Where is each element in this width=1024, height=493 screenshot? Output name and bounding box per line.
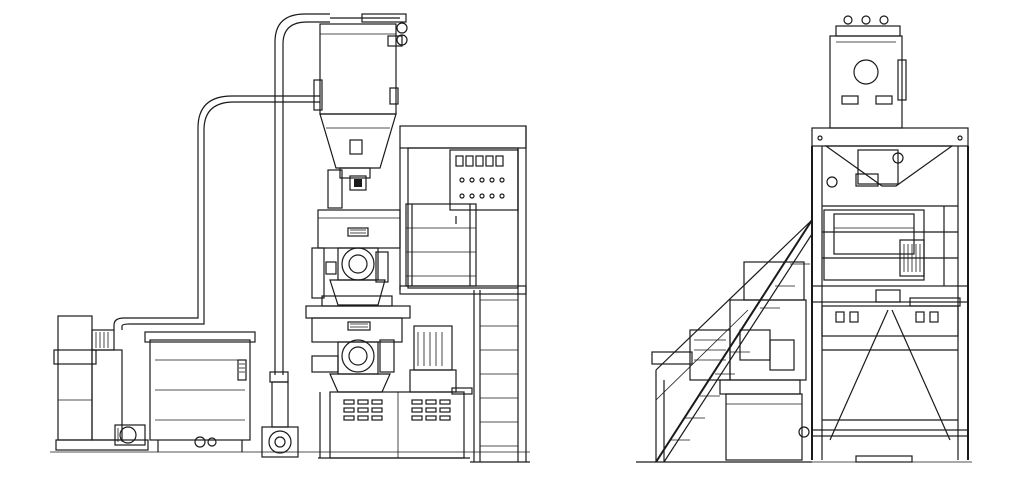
front-railing <box>811 205 969 307</box>
front-frame <box>811 127 969 460</box>
vacuum-loader <box>313 13 408 209</box>
front-elevation-view <box>636 15 972 463</box>
blower-motor <box>114 424 146 446</box>
front-vacuum-loader <box>829 15 907 129</box>
cold-mixer <box>305 305 411 393</box>
main-motor <box>409 325 473 395</box>
side-elevation-view <box>50 13 530 463</box>
dust-collector <box>53 315 149 451</box>
front-mixer <box>823 209 925 281</box>
front-lower-mixer <box>651 261 807 395</box>
front-staircase <box>655 219 813 463</box>
front-control-cabinet <box>636 393 812 463</box>
platform-frame <box>399 125 527 462</box>
front-base <box>811 305 969 463</box>
water-tank <box>144 331 256 452</box>
conveying-pipe <box>113 13 400 458</box>
access-ladder <box>470 290 530 463</box>
electrical-cabinet <box>318 391 470 459</box>
hot-mixer <box>311 209 401 307</box>
control-panel <box>449 149 519 224</box>
